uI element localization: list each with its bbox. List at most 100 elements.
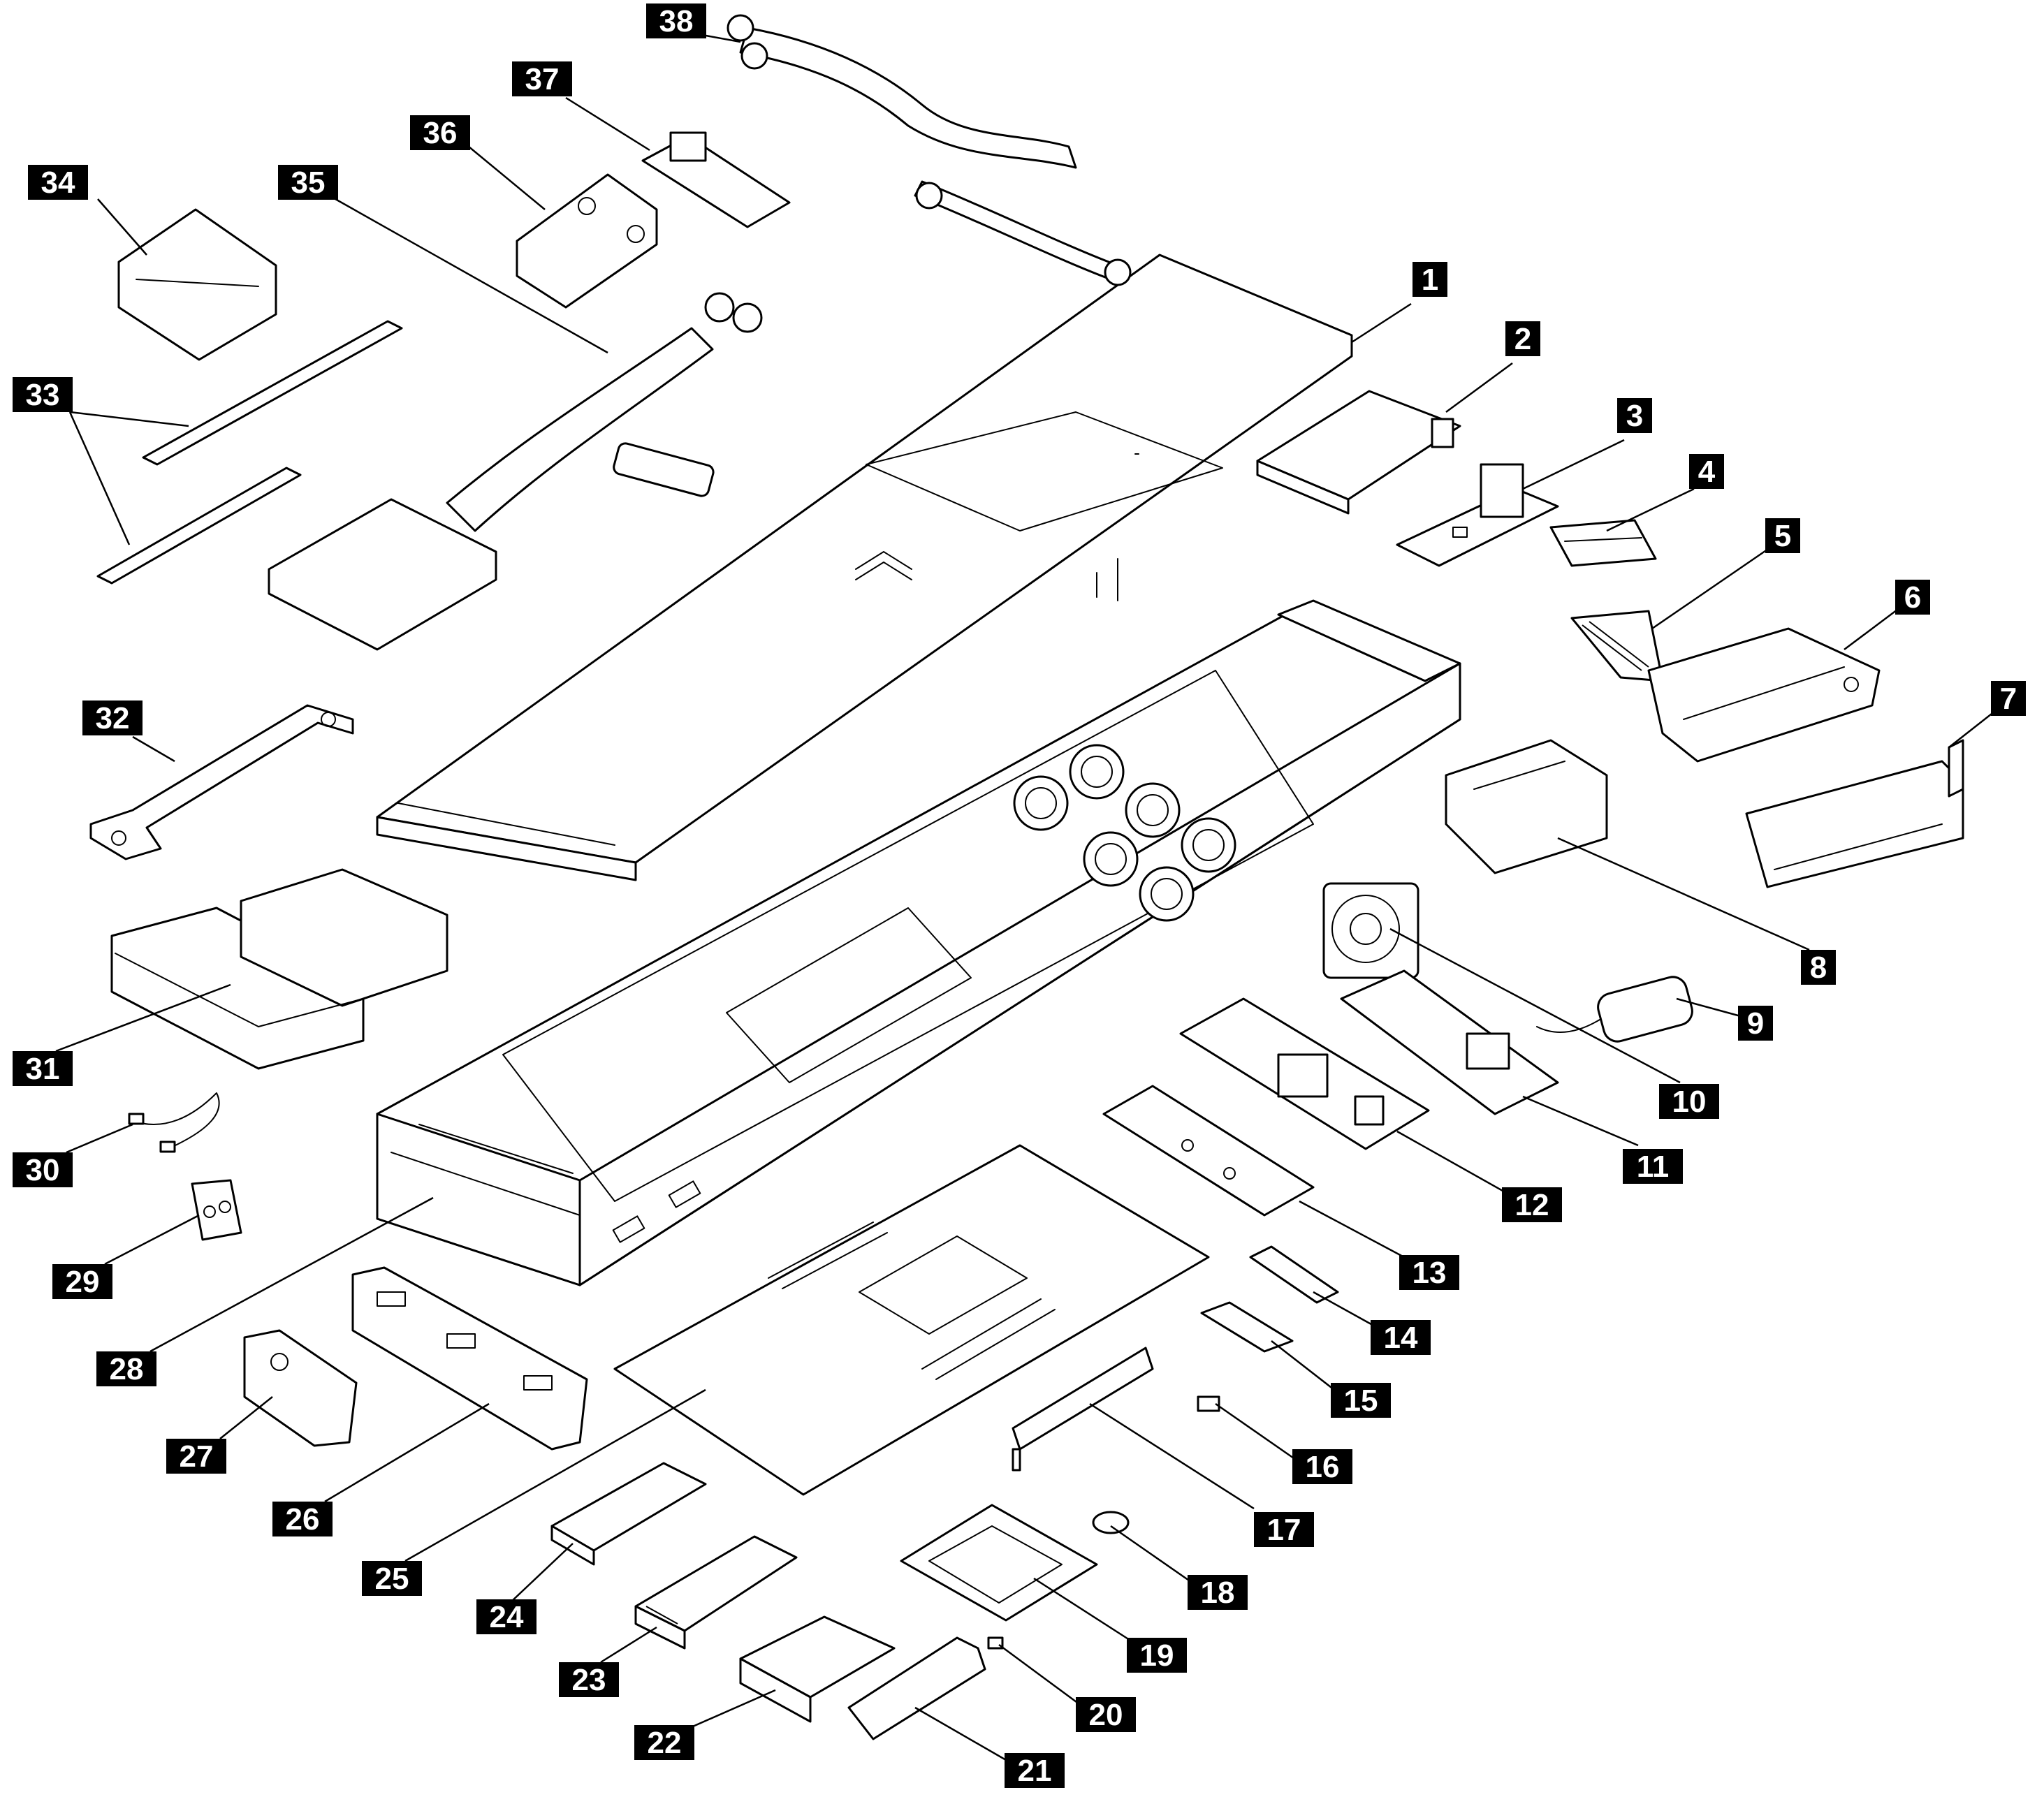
- part-system-board: [613, 1144, 1210, 1496]
- callout-box: [1127, 1638, 1187, 1673]
- callout-box: [1738, 1006, 1773, 1041]
- callout-number: 21: [1018, 1754, 1052, 1788]
- part-pcie-adapter: [1745, 739, 1964, 888]
- callout-20: 20: [1076, 1697, 1136, 1732]
- callout-box: [512, 61, 572, 96]
- callout-9: 9: [1738, 1006, 1773, 1041]
- part-cable: [128, 1092, 220, 1153]
- callout-box: [1623, 1149, 1683, 1184]
- callout-box: [1659, 1084, 1719, 1119]
- callout-11: 11: [1623, 1149, 1683, 1184]
- part-small-board: [1396, 463, 1559, 567]
- callout-box: [82, 701, 143, 735]
- part-hose-assembly: [727, 14, 1132, 286]
- callout-number: 4: [1698, 455, 1716, 489]
- callout-number: 18: [1201, 1576, 1235, 1610]
- callout-box: [278, 165, 338, 200]
- callout-30: 30: [13, 1152, 73, 1187]
- callout-35: 35: [278, 165, 338, 200]
- callout-33: 33: [13, 377, 73, 412]
- callout-box: [1292, 1449, 1352, 1484]
- part-drive-bay-1: [550, 1462, 707, 1566]
- part-air-duct: [1445, 739, 1608, 874]
- callout-4: 4: [1689, 454, 1724, 489]
- part-small-module: [1200, 1301, 1294, 1353]
- callout-number: 22: [648, 1726, 682, 1760]
- callout-box: [96, 1351, 156, 1386]
- callout-38: 38: [646, 3, 706, 38]
- callout-box: [52, 1264, 112, 1299]
- part-coin-battery: [1092, 1511, 1130, 1534]
- callout-number: 17: [1267, 1513, 1301, 1547]
- callout-box: [1076, 1697, 1136, 1732]
- callout-number: 36: [423, 116, 458, 150]
- callout-box: [1505, 321, 1540, 356]
- callout-1: 1: [1412, 262, 1447, 297]
- callout-number: 28: [110, 1352, 144, 1386]
- callout-number: 9: [1747, 1006, 1764, 1041]
- callout-number: 12: [1515, 1188, 1549, 1222]
- callout-box: [634, 1725, 694, 1760]
- callout-number: 30: [26, 1153, 60, 1187]
- callout-box: [476, 1599, 536, 1634]
- callout-number: 38: [659, 4, 694, 38]
- callout-26: 26: [272, 1502, 333, 1536]
- callout-12: 12: [1502, 1187, 1562, 1222]
- part-power-board: [1179, 997, 1430, 1150]
- callout-24: 24: [476, 1599, 536, 1634]
- callout-box: [1005, 1753, 1065, 1788]
- part-screw-kit: [191, 1179, 242, 1241]
- callout-8: 8: [1801, 950, 1836, 985]
- callout-23: 23: [559, 1662, 619, 1697]
- callout-box: [13, 377, 73, 412]
- callout-34: 34: [28, 165, 88, 200]
- part-interposer-board: [1340, 969, 1559, 1115]
- callout-box: [1254, 1512, 1314, 1547]
- part-backplane-bracket: [243, 1329, 358, 1447]
- callout-number: 25: [375, 1562, 409, 1596]
- callout-box: [13, 1051, 73, 1086]
- callout-number: 31: [26, 1052, 60, 1086]
- part-cable-cage: [117, 208, 277, 361]
- callout-2: 2: [1505, 321, 1540, 356]
- callout-number: 26: [286, 1502, 320, 1536]
- part-coolant-cover: [516, 173, 658, 309]
- callout-box: [362, 1561, 422, 1596]
- callout-box: [166, 1439, 226, 1474]
- callout-number: 2: [1514, 322, 1531, 356]
- callout-19: 19: [1127, 1638, 1187, 1673]
- callout-18: 18: [1188, 1575, 1248, 1610]
- callout-box: [1412, 262, 1447, 297]
- part-top-cover: [376, 254, 1353, 881]
- callout-box: [1331, 1383, 1391, 1418]
- callout-28: 28: [96, 1351, 156, 1386]
- callout-6: 6: [1895, 580, 1930, 615]
- callout-box: [1188, 1575, 1248, 1610]
- callout-number: 1: [1422, 263, 1438, 297]
- callout-31: 31: [13, 1051, 73, 1086]
- callout-5: 5: [1765, 518, 1800, 553]
- callout-number: 7: [2000, 682, 2017, 716]
- part-drive-backplane: [351, 1266, 588, 1451]
- callout-box: [1689, 454, 1724, 489]
- callout-number: 6: [1904, 580, 1921, 615]
- callout-box: [1895, 580, 1930, 615]
- callout-box: [1617, 398, 1652, 433]
- callout-number: 29: [66, 1265, 100, 1299]
- callout-box: [1801, 950, 1836, 985]
- callout-box: [13, 1152, 73, 1187]
- callout-22: 22: [634, 1725, 694, 1760]
- callout-number: 19: [1140, 1638, 1174, 1673]
- callout-box: [646, 3, 706, 38]
- callout-number: 15: [1344, 1384, 1378, 1418]
- callout-number: 32: [96, 701, 130, 735]
- callout-7: 7: [1991, 681, 2026, 716]
- part-processor: [900, 1504, 1098, 1622]
- callout-box: [1991, 681, 2026, 716]
- part-m2-drive: [1249, 1245, 1339, 1304]
- callout-number: 16: [1306, 1450, 1340, 1484]
- callout-box: [28, 165, 88, 200]
- part-heatsink: [110, 868, 448, 1070]
- part-liquid-cooling-module: [268, 292, 763, 651]
